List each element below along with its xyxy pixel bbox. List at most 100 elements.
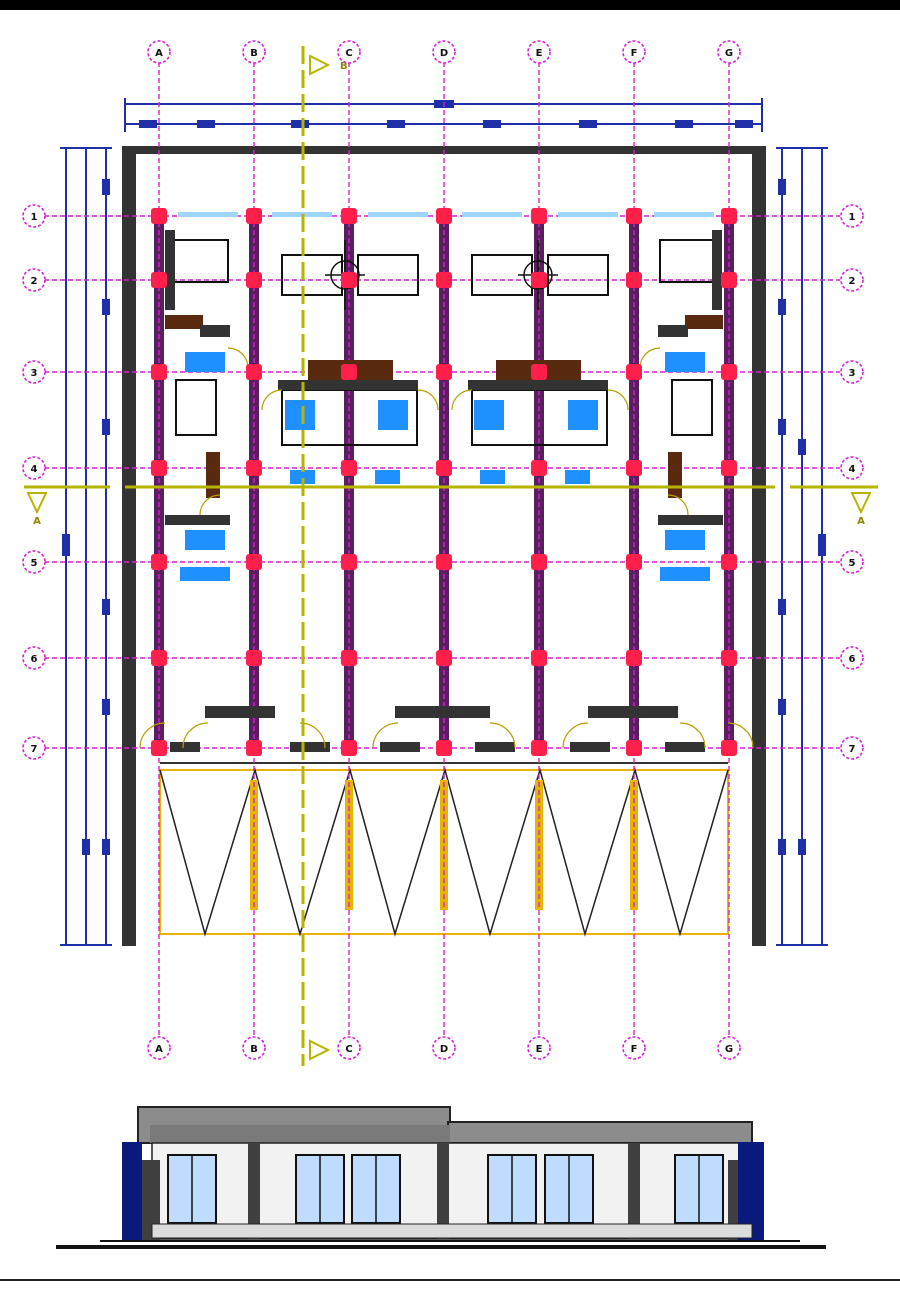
grid-bubble-right-7: 7: [840, 736, 864, 760]
column-node: [246, 650, 262, 666]
column-node: [436, 740, 452, 756]
column-node: [246, 208, 262, 224]
column-node: [721, 554, 737, 570]
column-node: [531, 650, 547, 666]
column-node: [151, 364, 167, 380]
grid-lines: [44, 62, 840, 1038]
svg-text:4: 4: [849, 464, 856, 475]
grid-bubble-top-a: A: [147, 40, 171, 64]
column-node: [531, 364, 547, 380]
svg-text:E: E: [536, 1044, 543, 1055]
svg-text:F: F: [631, 48, 638, 59]
grid-bubble-bottom-f: F: [622, 1036, 646, 1060]
section-marker-left: A: [33, 516, 41, 527]
column-node: [246, 740, 262, 756]
column-node: [531, 208, 547, 224]
column-node: [721, 272, 737, 288]
column-node: [151, 554, 167, 570]
svg-text:5: 5: [31, 558, 38, 569]
grid-bubble-left-1: 1: [22, 204, 46, 228]
grid-bubble-right-5: 5: [840, 550, 864, 574]
column-nodes: [151, 208, 737, 756]
column-node: [151, 740, 167, 756]
column-node: [341, 554, 357, 570]
grid-bubble-bottom-d: D: [432, 1036, 456, 1060]
column-node: [721, 364, 737, 380]
column-node: [436, 272, 452, 288]
column-node: [341, 460, 357, 476]
column-node: [151, 650, 167, 666]
grid-bubble-right-4: 4: [840, 456, 864, 480]
column-node: [626, 272, 642, 288]
grid-bubble-left-3: 3: [22, 360, 46, 384]
column-node: [626, 460, 642, 476]
svg-text:2: 2: [849, 276, 856, 287]
svg-text:B: B: [250, 1044, 258, 1055]
column-node: [721, 460, 737, 476]
column-node: [721, 650, 737, 666]
column-node: [151, 208, 167, 224]
svg-text:6: 6: [849, 654, 856, 665]
svg-text:1: 1: [849, 212, 856, 223]
section-marker-top: B: [340, 61, 348, 72]
svg-text:F: F: [631, 1044, 638, 1055]
column-node: [436, 554, 452, 570]
svg-text:7: 7: [31, 744, 38, 755]
column-node: [626, 740, 642, 756]
column-node: [436, 650, 452, 666]
grid-bubble-bottom-c: C: [337, 1036, 361, 1060]
front-elevation: [56, 1106, 826, 1249]
column-node: [341, 208, 357, 224]
svg-text:A: A: [155, 48, 163, 59]
column-node: [341, 650, 357, 666]
column-node: [721, 208, 737, 224]
svg-text:5: 5: [849, 558, 856, 569]
grid-bubble-left-6: 6: [22, 646, 46, 670]
room-fixtures: [139, 212, 754, 752]
side-dimension-lines: [60, 147, 828, 946]
svg-text:G: G: [725, 1044, 733, 1055]
bottom-divider: [0, 1279, 900, 1281]
svg-text:1: 1: [31, 212, 38, 223]
column-node: [531, 460, 547, 476]
grid-bubble-top-c: C: [337, 40, 361, 64]
column-node: [436, 364, 452, 380]
column-node: [531, 554, 547, 570]
grid-bubble-bottom-a: A: [147, 1036, 171, 1060]
svg-text:6: 6: [31, 654, 38, 665]
column-node: [246, 460, 262, 476]
column-node: [436, 460, 452, 476]
column-node: [246, 364, 262, 380]
svg-text:3: 3: [849, 368, 856, 379]
svg-text:E: E: [536, 48, 543, 59]
column-node: [246, 272, 262, 288]
grid-bubble-bottom-g: G: [717, 1036, 741, 1060]
stair-zone: [159, 762, 729, 937]
grid-bubble-right-1: 1: [840, 204, 864, 228]
grid-bubble-right-3: 3: [840, 360, 864, 384]
column-node: [531, 272, 547, 288]
column-node: [246, 554, 262, 570]
column-node: [531, 740, 547, 756]
grid-bubble-left-4: 4: [22, 456, 46, 480]
svg-text:G: G: [725, 48, 733, 59]
grid-bubble-right-6: 6: [840, 646, 864, 670]
svg-text:C: C: [345, 1044, 352, 1055]
grid-bubble-top-e: E: [527, 40, 551, 64]
grid-bubble-bottom-b: B: [242, 1036, 266, 1060]
column-node: [151, 460, 167, 476]
grid-bubble-top-b: B: [242, 40, 266, 64]
grid-bubble-left-5: 5: [22, 550, 46, 574]
svg-text:7: 7: [849, 744, 856, 755]
section-marker-right: A: [857, 516, 865, 527]
grid-bubble-top-d: D: [432, 40, 456, 64]
column-node: [626, 554, 642, 570]
column-node: [151, 272, 167, 288]
top-bar: [0, 0, 900, 10]
column-node: [721, 740, 737, 756]
column-node: [341, 364, 357, 380]
column-node: [626, 208, 642, 224]
column-node: [341, 740, 357, 756]
column-node: [626, 650, 642, 666]
